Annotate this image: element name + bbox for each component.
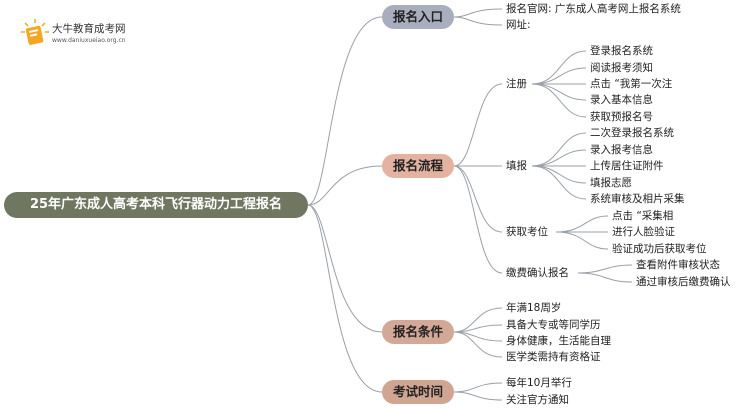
entry-item: 网址: <box>506 19 531 31</box>
seat-item: 进行人脸验证 <box>612 226 675 238</box>
register-item: 登录报名系统 <box>590 45 653 57</box>
fill-item: 上传居住证附件 <box>590 160 664 172</box>
entry-item: 报名官网: 广东成人高考网上报名系统 <box>506 3 681 15</box>
process-fill: 填报 <box>506 160 527 172</box>
time-item: 每年10月举行 <box>506 377 572 389</box>
logo-title: 大牛教育成考网 <box>52 23 126 35</box>
process-register: 注册 <box>506 78 527 90</box>
branch-time: 考试时间 <box>382 380 454 404</box>
register-item: 录入基本信息 <box>590 94 653 106</box>
time-item: 关注官方通知 <box>506 394 569 406</box>
register-item: 阅读报考须知 <box>590 62 653 74</box>
logo-url: www.daniuxueiao.org.cn <box>52 37 126 44</box>
branch-conditions: 报名条件 <box>382 320 454 344</box>
condition-item: 年满18周岁 <box>506 302 562 314</box>
pay-item: 通过审核后缴费确认 <box>636 276 731 288</box>
fill-item: 录入报考信息 <box>590 144 653 156</box>
logo-icon <box>20 18 50 50</box>
seat-item: 点击 “采集相 <box>612 210 674 222</box>
condition-item: 医学类需持有资格证 <box>506 351 601 363</box>
register-item: 获取预报名号 <box>590 111 653 123</box>
register-item: 点击 “我第一次注 <box>590 78 673 90</box>
process-seat: 获取考位 <box>506 226 548 238</box>
condition-item: 身体健康，生活能自理 <box>506 335 611 347</box>
pay-item: 查看附件审核状态 <box>636 259 720 271</box>
branch-process: 报名流程 <box>382 154 454 178</box>
fill-item: 填报志愿 <box>590 177 632 189</box>
condition-item: 具备大专或等同学历 <box>506 319 601 331</box>
root-node: 25年广东成人高考本科飞行器动力工程报名 <box>4 192 308 218</box>
fill-item: 二次登录报名系统 <box>590 127 674 139</box>
fill-item: 系统审核及相片采集 <box>590 193 685 205</box>
process-pay: 缴费确认报名 <box>506 267 569 279</box>
branch-entry: 报名入口 <box>382 5 454 29</box>
seat-item: 验证成功后获取考位 <box>612 243 707 255</box>
